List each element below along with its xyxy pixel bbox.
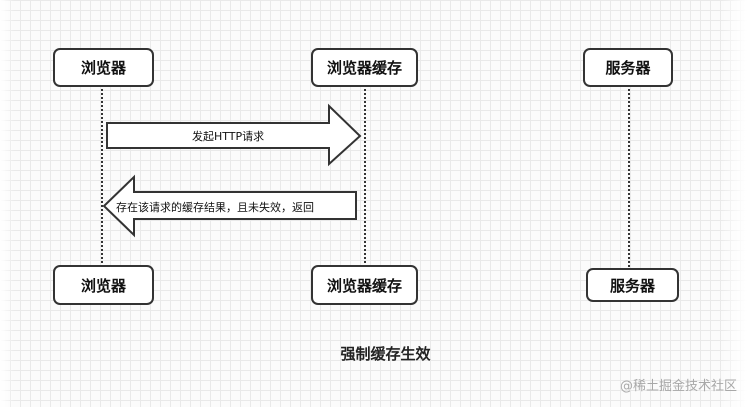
watermark: @稀土掘金技术社区 xyxy=(619,379,737,394)
server-box-bottom: 服务器 xyxy=(586,268,679,302)
diagram-caption: 强制缓存生效 xyxy=(340,345,431,363)
server-box-top: 服务器 xyxy=(583,48,673,87)
browser-box-top: 浏览器 xyxy=(53,48,154,87)
browser-box-bottom: 浏览器 xyxy=(53,265,154,305)
browser-cache-box-top: 浏览器缓存 xyxy=(311,48,418,87)
response-label: 存在该请求的缓存结果，且未失效，返回 xyxy=(116,201,314,214)
browser-cache-box-bottom: 浏览器缓存 xyxy=(311,265,418,305)
request-label: 发起HTTP请求 xyxy=(192,130,265,143)
